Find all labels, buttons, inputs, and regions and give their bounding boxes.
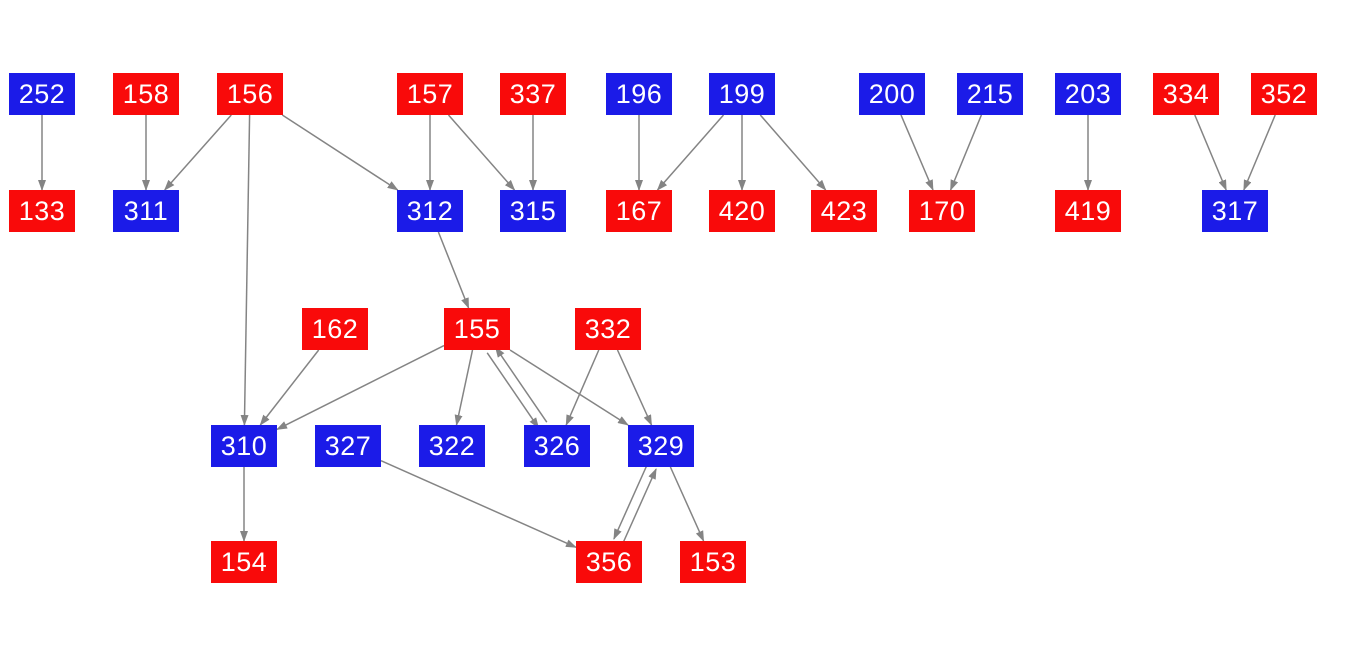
graph-edge-312-155 — [437, 231, 470, 309]
graph-node-199: 199 — [709, 73, 775, 115]
graph-node-170: 170 — [909, 190, 975, 232]
graph-edge-356-329 — [622, 468, 657, 544]
graph-node-133: 133 — [9, 190, 75, 232]
graph-node-332: 332 — [575, 308, 641, 350]
node-label: 322 — [428, 430, 476, 461]
node-label: 337 — [509, 78, 557, 109]
graph-node-153: 153 — [680, 541, 746, 583]
node-label: 356 — [585, 546, 633, 577]
node-label: 167 — [615, 195, 663, 226]
node-label: 162 — [311, 313, 359, 344]
node-label: 153 — [689, 546, 737, 577]
node-label: 158 — [122, 78, 170, 109]
node-label: 332 — [584, 313, 632, 344]
graph-node-322: 322 — [419, 425, 485, 467]
node-label: 327 — [324, 430, 372, 461]
graph-edge-200-170 — [900, 114, 934, 191]
node-label: 252 — [18, 78, 66, 109]
node-label: 423 — [820, 195, 868, 226]
node-label: 311 — [123, 195, 169, 226]
node-label: 133 — [18, 195, 66, 226]
node-label: 352 — [1260, 78, 1308, 109]
graph-node-326: 326 — [524, 425, 590, 467]
graph-edge-334-317 — [1194, 114, 1227, 191]
graph-edge-329-153 — [669, 466, 705, 542]
node-label: 310 — [220, 430, 268, 461]
graph-node-203: 203 — [1055, 73, 1121, 115]
graph-node-158: 158 — [113, 73, 179, 115]
graph-edge-332-326 — [565, 349, 600, 426]
graph-node-356: 356 — [576, 541, 642, 583]
graph-node-167: 167 — [606, 190, 672, 232]
node-label: 215 — [966, 78, 1014, 109]
node-label: 200 — [868, 78, 916, 109]
graph-node-310: 310 — [211, 425, 277, 467]
graph-edge-155-322 — [454, 349, 474, 426]
graph-edge-327-356 — [380, 460, 577, 548]
graph-edge-352-317 — [1243, 114, 1276, 191]
graph-node-419: 419 — [1055, 190, 1121, 232]
graph-edge-326-155 — [494, 346, 548, 423]
node-label: 419 — [1064, 195, 1112, 226]
node-label: 203 — [1064, 78, 1112, 109]
graph-edge-155-310 — [276, 344, 445, 431]
graph-edge-155-326 — [486, 352, 540, 429]
node-label: 170 — [918, 195, 966, 226]
graph-node-311: 311 — [113, 190, 179, 232]
graph-node-315: 315 — [500, 190, 566, 232]
graph-edge-157-315 — [447, 114, 516, 191]
node-label: 334 — [1162, 78, 1210, 109]
graph-node-312: 312 — [397, 190, 463, 232]
graph-node-200: 200 — [859, 73, 925, 115]
node-label: 199 — [718, 78, 766, 109]
graph-node-329: 329 — [628, 425, 694, 467]
node-label: 315 — [509, 195, 557, 226]
graph-node-420: 420 — [709, 190, 775, 232]
graph-edge-156-311 — [164, 114, 232, 191]
node-label: 154 — [220, 546, 268, 577]
graph-node-155: 155 — [444, 308, 510, 350]
graph-node-156: 156 — [217, 73, 283, 115]
graph-edge-156-310 — [240, 114, 251, 426]
node-label: 157 — [406, 78, 454, 109]
graph-edge-162-310 — [259, 349, 320, 426]
graph-node-215: 215 — [957, 73, 1023, 115]
graph-edge-329-356 — [613, 464, 648, 540]
graph-node-327: 327 — [315, 425, 381, 467]
node-label: 317 — [1211, 195, 1259, 226]
graph-node-423: 423 — [811, 190, 877, 232]
graph-node-162: 162 — [302, 308, 368, 350]
graph-edge-215-170 — [949, 114, 983, 191]
graph-node-352: 352 — [1251, 73, 1317, 115]
graph-node-334: 334 — [1153, 73, 1219, 115]
graph-edge-199-167 — [656, 114, 725, 191]
graph-node-196: 196 — [606, 73, 672, 115]
graph-node-252: 252 — [9, 73, 75, 115]
node-label: 420 — [718, 195, 766, 226]
graph-node-337: 337 — [500, 73, 566, 115]
node-label: 196 — [615, 78, 663, 109]
node-label: 312 — [406, 195, 454, 226]
graph-edge-199-423 — [759, 114, 827, 191]
graph-node-157: 157 — [397, 73, 463, 115]
graph-node-154: 154 — [211, 541, 277, 583]
node-label: 326 — [533, 430, 581, 461]
graph-edge-155-329 — [509, 349, 629, 426]
graph-node-317: 317 — [1202, 190, 1268, 232]
graph-edge-156-312 — [281, 114, 399, 191]
graph-edge-332-329 — [616, 349, 653, 426]
node-label: 156 — [226, 78, 274, 109]
node-label: 329 — [637, 430, 685, 461]
node-label: 155 — [453, 313, 501, 344]
